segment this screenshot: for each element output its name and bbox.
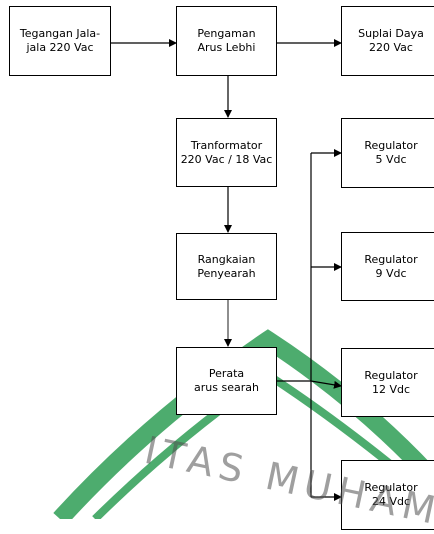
node-reg24-label: Regulator 24 Vdc (364, 481, 418, 508)
node-supply: Suplai Daya 220 Vac (341, 6, 434, 76)
node-input-label: Tegangan Jala- jala 220 Vac (19, 27, 101, 54)
node-transformer: Tranformator 220 Vac / 18 Vac (176, 118, 277, 187)
node-input: Tegangan Jala- jala 220 Vac (9, 6, 111, 76)
node-filter: Perata arus searah (176, 347, 277, 415)
edge-bus-reg12 (310, 380, 342, 389)
node-reg5-label: Regulator 5 Vdc (364, 139, 418, 166)
node-reg9: Regulator 9 Vdc (341, 232, 434, 301)
watermark-arc-outer (53, 329, 434, 519)
node-rectifier-label: Rangkaian Penyearah (197, 252, 256, 280)
node-reg24: Regulator 24 Vdc (341, 460, 434, 530)
node-rectifier: Rangkaian Penyearah (176, 233, 277, 300)
block-diagram: Tegangan Jala- jala 220 Vac Pengaman Aru… (9, 6, 434, 534)
node-reg12: Regulator 12 Vdc (341, 348, 434, 417)
node-reg5: Regulator 5 Vdc (341, 118, 434, 188)
node-transformer-label: Tranformator 220 Vac / 18 Vac (180, 138, 273, 166)
node-filter-label: Perata arus searah (194, 367, 259, 394)
node-protection: Pengaman Arus Lebhi (176, 6, 277, 76)
node-reg12-label: Regulator 12 Vdc (364, 368, 418, 396)
node-protection-label: Pengaman Arus Lebhi (197, 27, 256, 54)
node-supply-label: Suplai Daya 220 Vac (358, 27, 424, 54)
node-reg9-label: Regulator 9 Vdc (364, 252, 418, 280)
